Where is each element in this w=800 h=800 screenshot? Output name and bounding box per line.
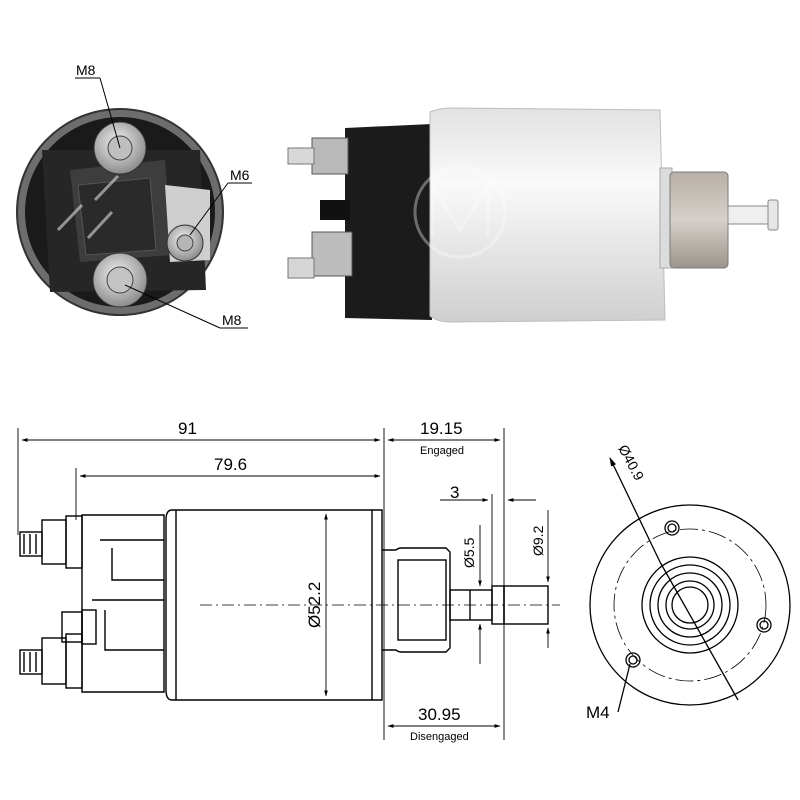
end-view-labels: Ø40.9 M4 <box>586 442 647 722</box>
photo-side-view <box>287 107 779 323</box>
terminal-top-label: M8 <box>76 62 96 78</box>
photo-labels: M8 M6 M8 <box>75 62 252 329</box>
overall-length-label: 91 <box>178 419 197 438</box>
photo-end-view <box>16 108 224 316</box>
disengaged-caption: Disengaged <box>410 731 469 743</box>
plunger-diameter-label: Ø5.5 <box>461 537 477 568</box>
stroke-disengaged-label: 30.95 <box>418 705 461 724</box>
tip-diameter-label: Ø9.2 <box>530 525 546 556</box>
bolt-circle-label: Ø40.9 <box>615 442 647 483</box>
terminal-bottom-label: M8 <box>222 312 242 328</box>
body-length-label: 79.6 <box>214 455 247 474</box>
thread-label: M4 <box>586 703 610 722</box>
stroke-engaged-label: 19.15 <box>420 419 463 438</box>
terminal-right-label: M6 <box>230 167 250 183</box>
engaged-caption: Engaged <box>420 445 464 457</box>
dimension-labels: 91 79.6 19.15 Engaged 30.95 Disengaged 3… <box>178 419 546 743</box>
drawing-end-view <box>589 457 791 713</box>
dimension-lines <box>17 428 550 740</box>
plunger-offset-label: 3 <box>450 483 459 502</box>
body-diameter-label: Ø52.2 <box>305 582 324 628</box>
drawing-side-view <box>19 509 560 701</box>
